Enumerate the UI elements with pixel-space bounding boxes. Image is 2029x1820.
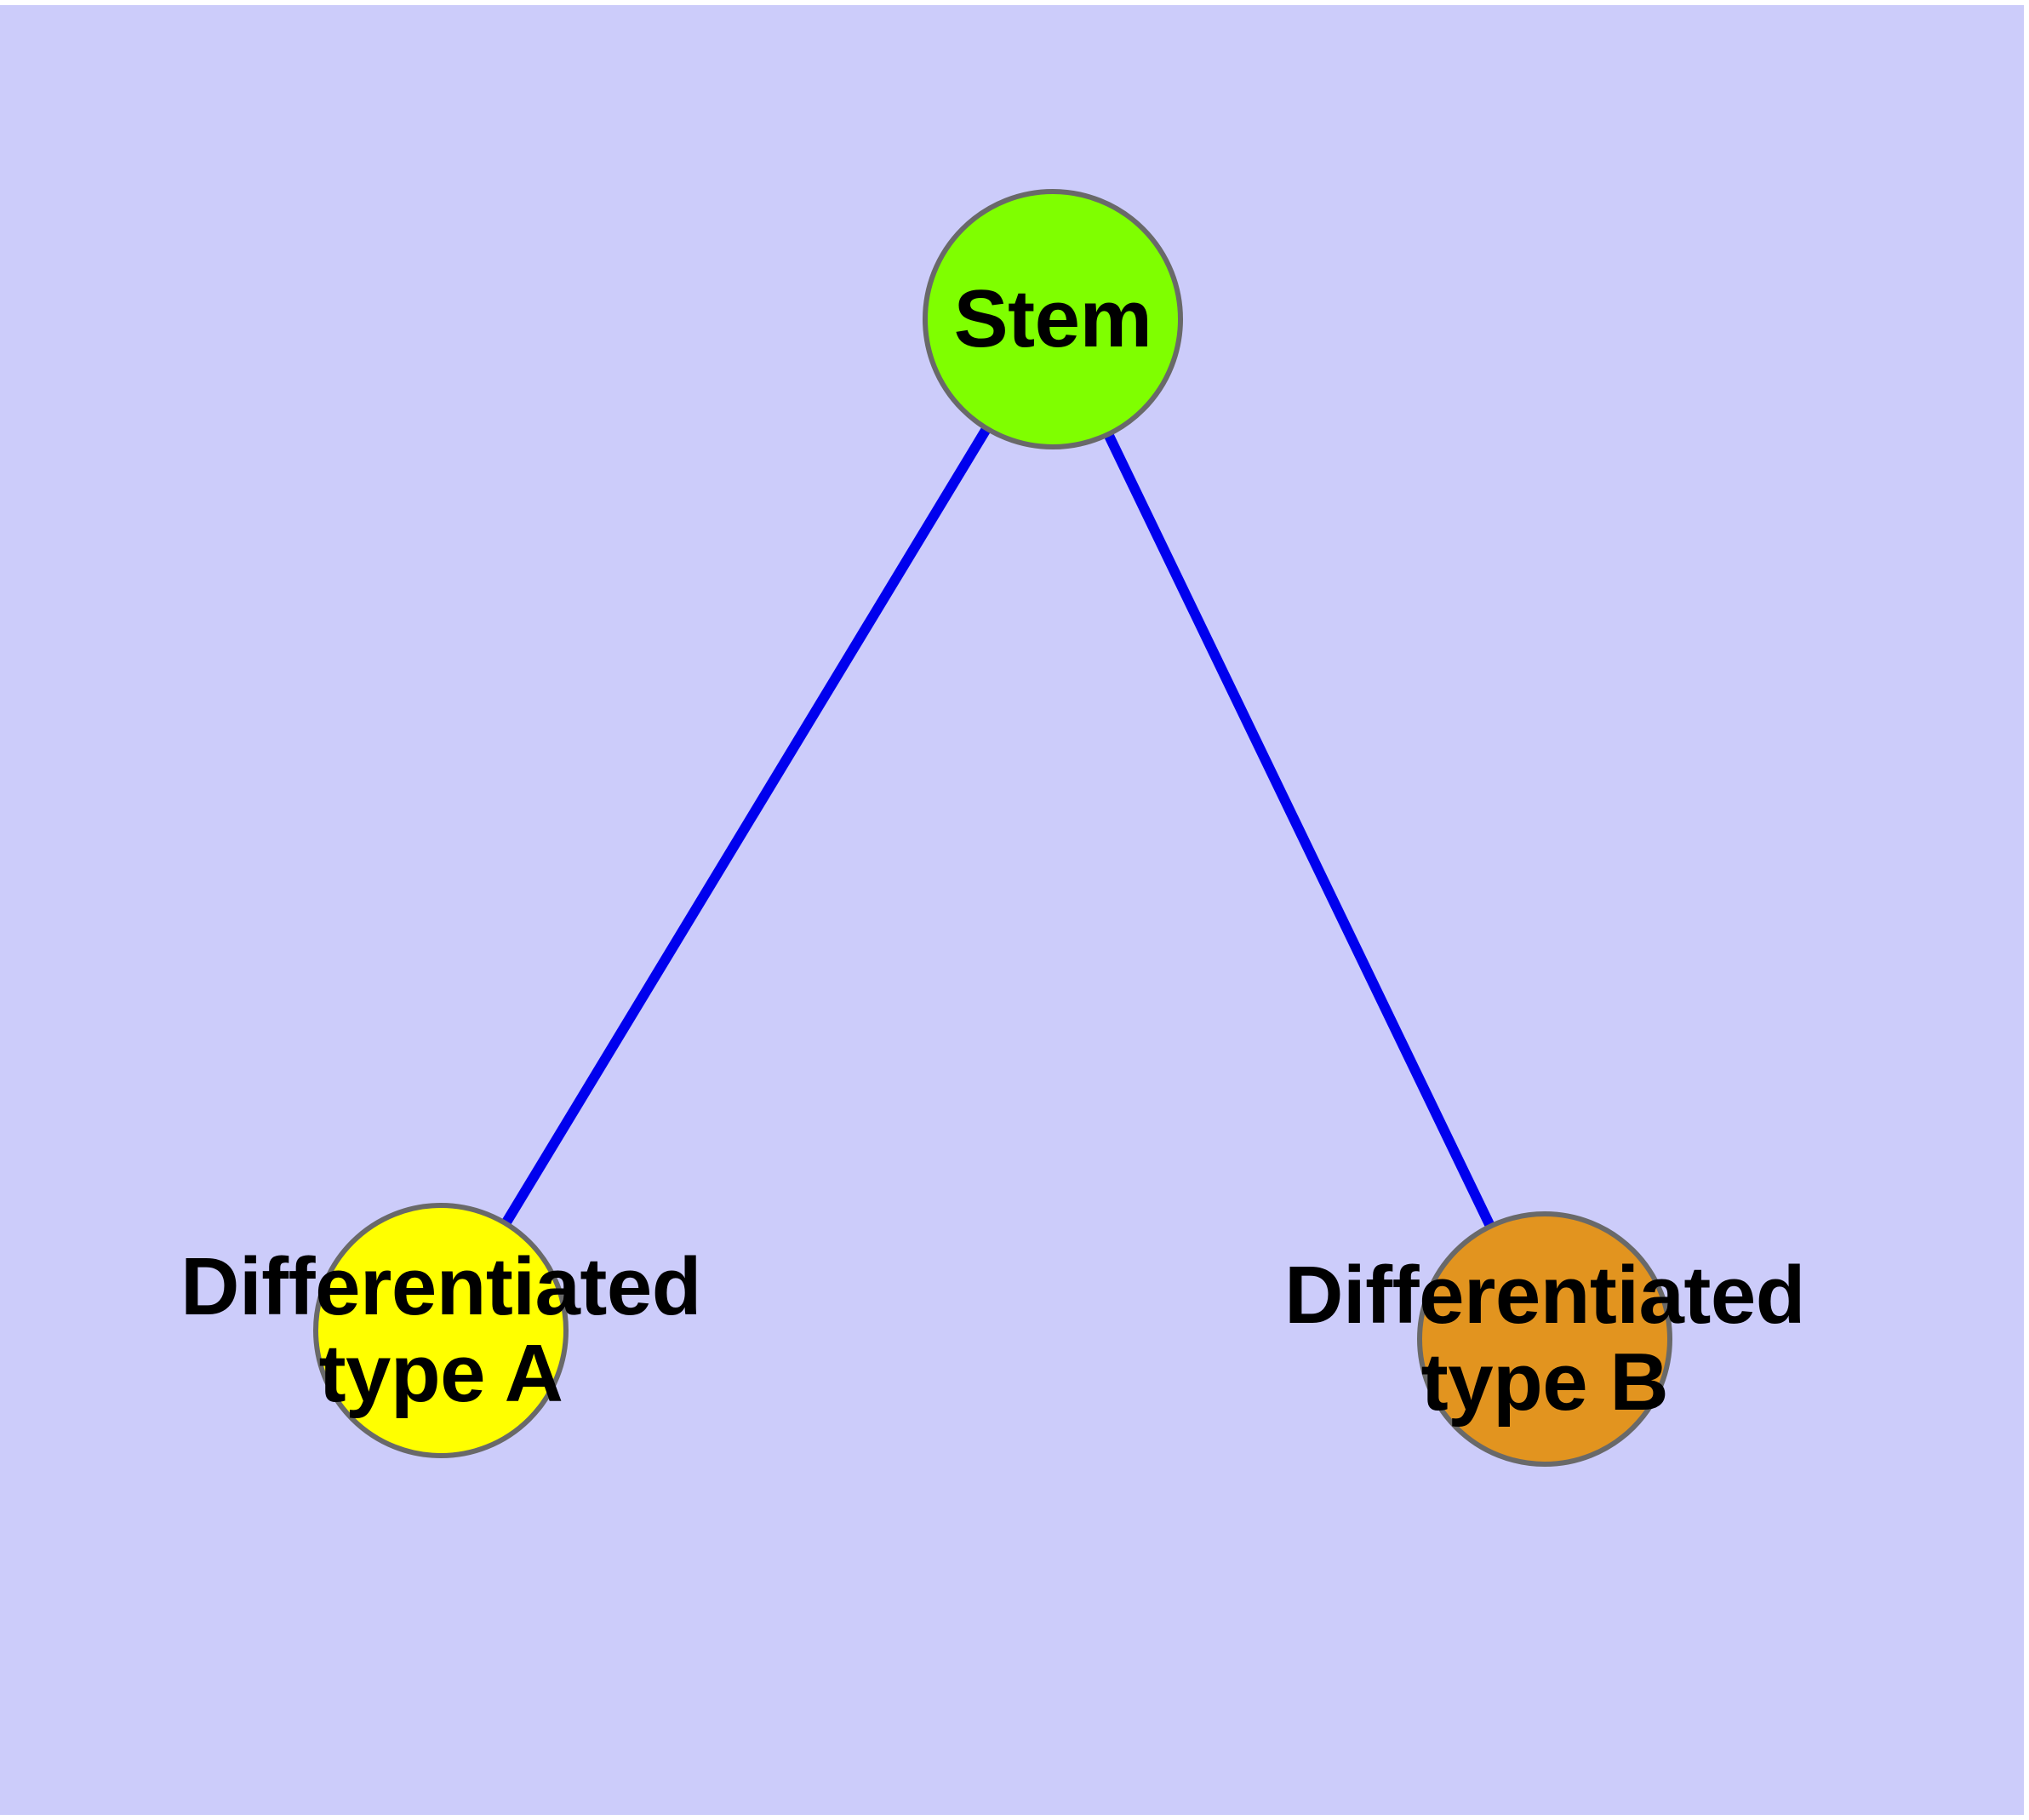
node-layer <box>313 189 1672 1467</box>
graph-node-diff_a[interactable] <box>313 1203 569 1458</box>
graph-node-diff_b[interactable] <box>1417 1211 1672 1467</box>
graph-node-stem[interactable] <box>923 189 1183 449</box>
graph-edge-stem-to-diff_b <box>1048 317 1550 1342</box>
edge-layer <box>436 316 1550 1342</box>
graph-edge-stem-to-diff_a <box>436 316 1058 1334</box>
